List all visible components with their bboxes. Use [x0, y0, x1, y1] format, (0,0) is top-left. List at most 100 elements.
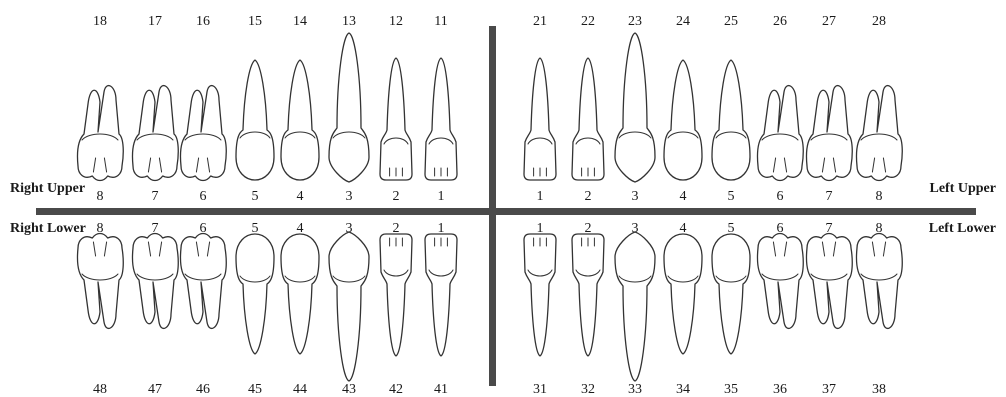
tooth-outline	[524, 58, 556, 180]
position-number: 7	[152, 221, 159, 236]
position-number: 4	[297, 221, 304, 236]
tooth-23	[615, 33, 655, 182]
tooth-outline	[77, 234, 123, 329]
tooth-outline	[757, 234, 803, 329]
tooth-17	[132, 86, 178, 181]
tooth-outline	[572, 234, 604, 356]
position-number: 7	[826, 189, 833, 204]
position-number: 6	[777, 221, 784, 236]
tooth-18	[77, 86, 123, 181]
position-number: 5	[728, 189, 735, 204]
position-number: 2	[393, 221, 400, 236]
label-left-lower: Left Lower	[929, 221, 996, 236]
fdi-number-22: 22	[581, 14, 595, 29]
tooth-34	[664, 234, 702, 354]
tooth-35	[712, 234, 750, 354]
tooth-outline	[132, 234, 178, 329]
tooth-38	[856, 234, 902, 329]
fdi-number-44: 44	[293, 382, 307, 397]
fdi-number-16: 16	[196, 14, 210, 29]
fdi-number-32: 32	[581, 382, 595, 397]
position-number: 8	[97, 189, 104, 204]
fdi-number-42: 42	[389, 382, 403, 397]
tooth-28	[856, 86, 902, 181]
horizontal-divider	[36, 208, 976, 215]
fdi-number-34: 34	[676, 382, 690, 397]
tooth-24	[664, 60, 702, 180]
tooth-11	[425, 58, 457, 180]
tooth-27	[806, 86, 852, 181]
fdi-number-47: 47	[148, 382, 162, 397]
fdi-number-13: 13	[342, 14, 356, 29]
tooth-32	[572, 234, 604, 356]
tooth-outline	[425, 234, 457, 356]
position-number: 4	[680, 221, 687, 236]
tooth-outline	[236, 234, 274, 354]
tooth-33	[615, 232, 655, 381]
position-number: 5	[728, 221, 735, 236]
fdi-number-12: 12	[389, 14, 403, 29]
tooth-37	[806, 234, 852, 329]
fdi-number-15: 15	[248, 14, 262, 29]
position-number: 3	[632, 221, 639, 236]
tooth-22	[572, 58, 604, 180]
fdi-number-18: 18	[93, 14, 107, 29]
tooth-outline	[615, 33, 655, 182]
position-number: 5	[252, 189, 259, 204]
tooth-outline	[712, 60, 750, 180]
tooth-outline	[180, 86, 226, 181]
tooth-21	[524, 58, 556, 180]
tooth-outline	[380, 58, 412, 180]
tooth-outline	[329, 232, 369, 381]
position-number: 6	[777, 189, 784, 204]
tooth-outline	[572, 58, 604, 180]
tooth-outline	[664, 60, 702, 180]
fdi-number-43: 43	[342, 382, 356, 397]
position-number: 1	[537, 221, 544, 236]
position-number: 4	[680, 189, 687, 204]
tooth-12	[380, 58, 412, 180]
fdi-number-41: 41	[434, 382, 448, 397]
tooth-outline	[615, 232, 655, 381]
fdi-number-28: 28	[872, 14, 886, 29]
tooth-outline	[180, 234, 226, 329]
fdi-number-45: 45	[248, 382, 262, 397]
tooth-48	[77, 234, 123, 329]
fdi-number-23: 23	[628, 14, 642, 29]
label-right-lower: Right Lower	[10, 221, 86, 236]
position-number: 1	[537, 189, 544, 204]
position-number: 6	[200, 189, 207, 204]
tooth-outline	[712, 234, 750, 354]
tooth-36	[757, 234, 803, 329]
tooth-outline	[329, 33, 369, 182]
position-number: 2	[393, 189, 400, 204]
fdi-number-31: 31	[533, 382, 547, 397]
vertical-divider	[489, 26, 496, 386]
position-number: 7	[826, 221, 833, 236]
tooth-outline	[524, 234, 556, 356]
tooth-47	[132, 234, 178, 329]
fdi-number-36: 36	[773, 382, 787, 397]
tooth-46	[180, 234, 226, 329]
tooth-13	[329, 33, 369, 182]
fdi-number-24: 24	[676, 14, 690, 29]
fdi-number-35: 35	[724, 382, 738, 397]
tooth-outline	[856, 234, 902, 329]
tooth-outline	[664, 234, 702, 354]
position-number: 3	[346, 221, 353, 236]
tooth-45	[236, 234, 274, 354]
tooth-outline	[806, 234, 852, 329]
fdi-number-48: 48	[93, 382, 107, 397]
tooth-outline	[380, 234, 412, 356]
position-number: 6	[200, 221, 207, 236]
position-number: 2	[585, 189, 592, 204]
tooth-44	[281, 234, 319, 354]
fdi-number-21: 21	[533, 14, 547, 29]
position-number: 7	[152, 189, 159, 204]
tooth-41	[425, 234, 457, 356]
fdi-number-37: 37	[822, 382, 836, 397]
tooth-outline	[77, 86, 123, 181]
fdi-number-14: 14	[293, 14, 307, 29]
position-number: 5	[252, 221, 259, 236]
